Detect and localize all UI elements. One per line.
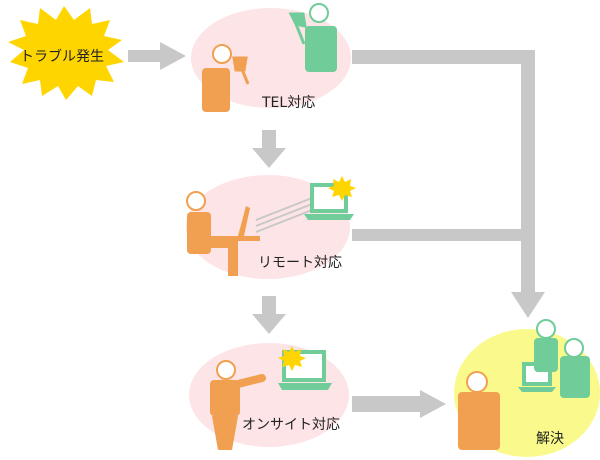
resolve-label: 解決 [536,431,564,447]
desk [230,236,260,241]
tel-label: TEL対応 [262,95,316,111]
arrow-head-resolve [511,292,545,318]
person-icon [202,44,232,112]
person-icon [458,371,500,450]
connection-lines [255,197,313,233]
remote-label: リモート対応 [258,255,342,271]
person-icon [305,3,337,72]
arrow-onsite-to-resolve [352,390,446,418]
person-icon [534,319,558,372]
trouble-label: トラブル発生 [20,49,104,65]
spark-icon [278,346,306,371]
person-icon [560,338,590,398]
phone-icon [288,12,307,45]
person-icon [186,191,238,276]
arrow-remote-to-onsite [252,296,286,334]
arrow-trouble-to-tel [128,42,186,70]
arrow-tel-to-resolve [352,50,535,292]
starburst-icon [8,6,124,100]
onsite-label: オンサイト対応 [242,417,340,433]
laptop-icon [238,206,250,236]
phone-icon [232,56,250,85]
person-icon [210,360,266,450]
spark-icon [328,176,356,201]
arrow-tel-to-remote [252,130,286,168]
